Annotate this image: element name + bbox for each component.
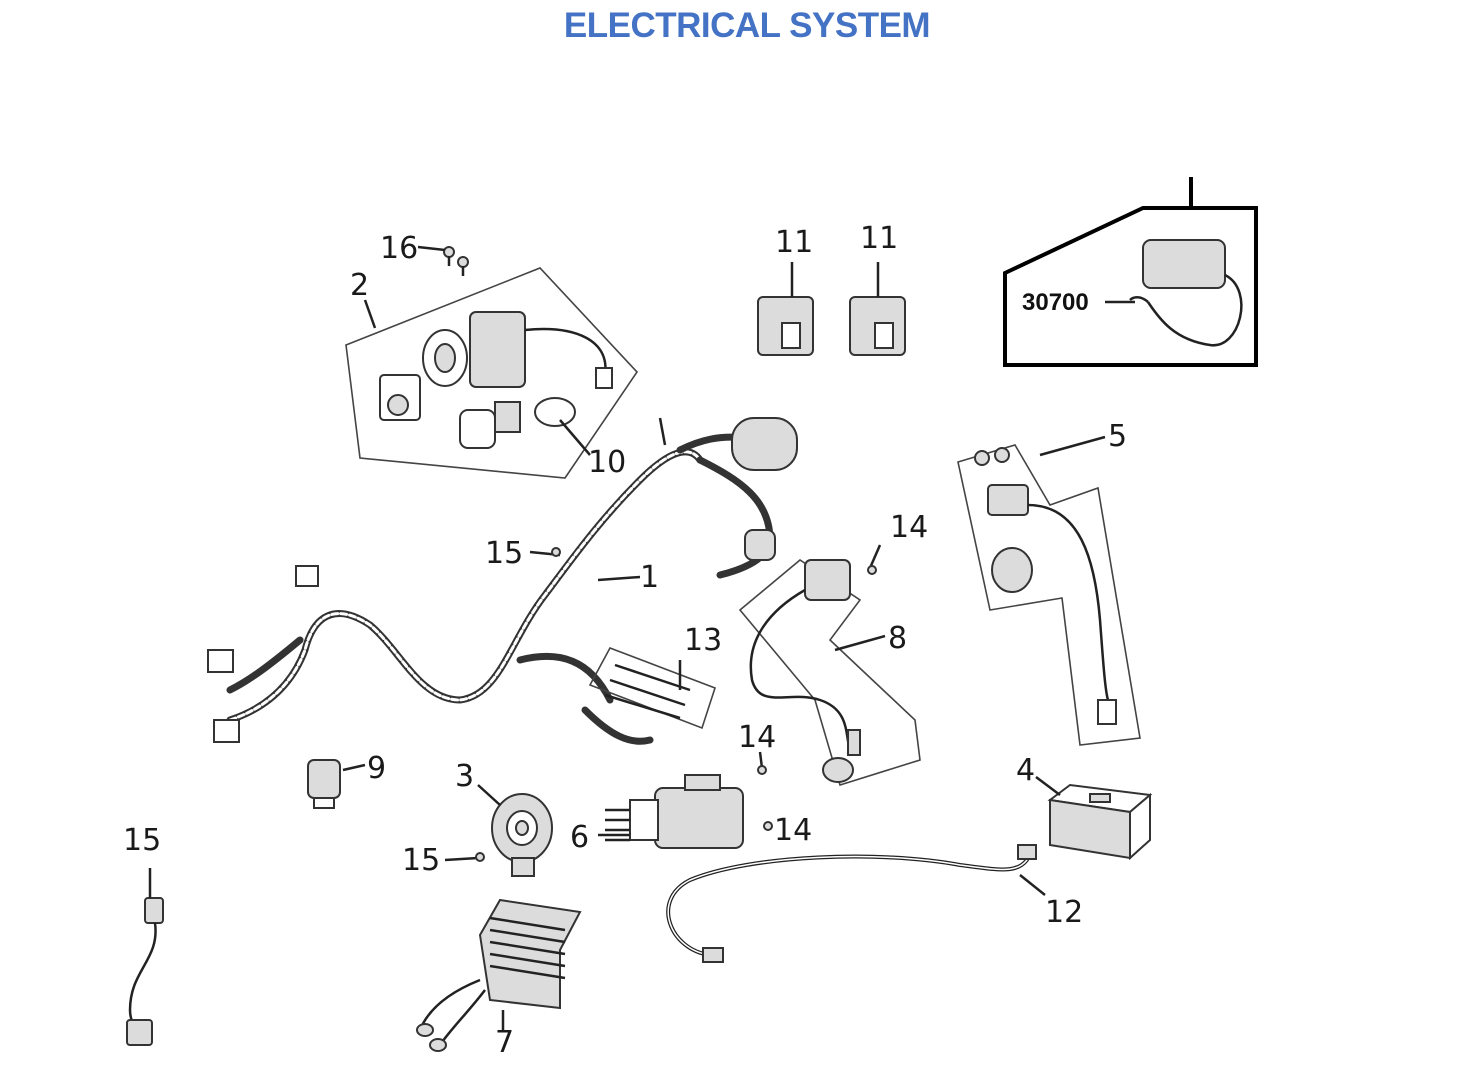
- diagram-title: ELECTRICAL SYSTEM: [563, 6, 931, 45]
- regulator[interactable]: [416, 898, 582, 1052]
- callout-14a: 14: [890, 510, 928, 545]
- starter-relay-group[interactable]: [957, 444, 1141, 746]
- screw-16[interactable]: [443, 246, 469, 276]
- callout-12: 12: [1045, 895, 1083, 930]
- callout-11b: 11: [860, 221, 898, 256]
- battery[interactable]: [1047, 783, 1153, 861]
- fuse-block[interactable]: [581, 647, 716, 745]
- callout-15a: 15: [485, 536, 523, 571]
- relay-11b[interactable]: [849, 296, 906, 356]
- callout-2: 2: [350, 268, 369, 303]
- callout-11a: 11: [775, 225, 813, 260]
- relay-11a[interactable]: [757, 296, 814, 356]
- callout-15b: 15: [123, 823, 161, 858]
- callout-30700: 30700: [1022, 289, 1089, 316]
- callout-14c: 14: [774, 813, 812, 848]
- starter-motor[interactable]: [605, 774, 744, 849]
- ignition-coil-inset[interactable]: [1003, 177, 1258, 367]
- callout-14b: 14: [738, 720, 776, 755]
- callout-1: 1: [640, 560, 659, 595]
- callout-4: 4: [1016, 753, 1035, 788]
- callout-7: 7: [495, 1025, 514, 1060]
- callout-3: 3: [455, 759, 474, 794]
- battery-cable[interactable]: [666, 844, 1037, 963]
- callout-13: 13: [684, 623, 722, 658]
- callout-labels: 16 2 10 11 11 30700 5 15 1 14 13 8 14 9 …: [123, 221, 1127, 1060]
- callout-15c: 15: [402, 843, 440, 878]
- callout-9: 9: [367, 751, 386, 786]
- sensor-15[interactable]: [126, 868, 164, 1046]
- callout-8: 8: [888, 621, 907, 656]
- callout-16: 16: [380, 231, 418, 266]
- leader-lines: [342, 245, 1135, 1030]
- horn[interactable]: [491, 793, 553, 877]
- wire-harness[interactable]: [207, 417, 798, 743]
- callout-10: 10: [588, 445, 626, 480]
- callout-6: 6: [570, 820, 589, 855]
- ignition-coil-8[interactable]: [738, 559, 921, 787]
- callout-5: 5: [1108, 419, 1127, 454]
- switch-9[interactable]: [307, 759, 341, 809]
- ignition-switch-group[interactable]: [345, 267, 639, 479]
